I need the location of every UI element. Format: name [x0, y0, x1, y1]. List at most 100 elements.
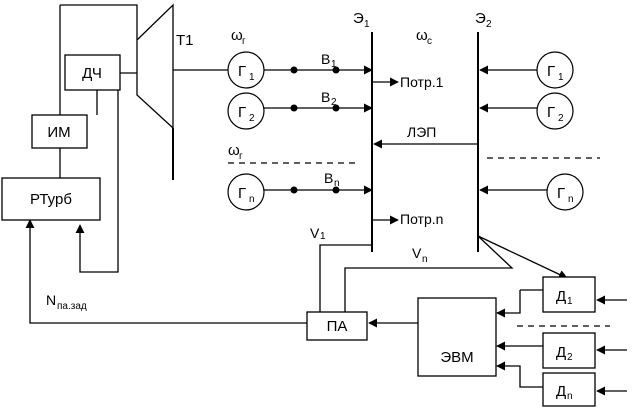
omega-g-label-mid: ω г: [228, 142, 243, 162]
vn-letter: V: [412, 245, 422, 261]
sensor-box: [542, 372, 596, 407]
dch-label: ДЧ: [82, 65, 102, 82]
omega-g-main: ω: [231, 27, 243, 44]
omega-c-main: ω: [416, 27, 428, 44]
dch-feedback-wire: [75, 88, 119, 273]
measurement-wires: [319, 235, 568, 328]
generator-letter: Г: [238, 104, 246, 121]
feedback-wire-top: [60, 4, 138, 40]
governor-loop: [25, 4, 307, 324]
vn-index: n: [422, 254, 428, 265]
generator-left-2: Г 2 В 2: [227, 89, 373, 130]
rturb-box: [1, 177, 101, 221]
block-pa: ПА: [306, 311, 368, 341]
generator-index: 2: [558, 113, 564, 124]
bus-e1-letter: Э: [353, 10, 364, 27]
omega-g-label-top: ω г: [231, 27, 246, 47]
sensor-letter: Д: [556, 383, 566, 400]
sensor-box: [542, 276, 596, 313]
generator-circle: [536, 92, 574, 130]
im-label: ИМ: [47, 124, 70, 141]
generator-left-n: Г n В n: [227, 170, 373, 211]
generator-index: 1: [249, 72, 255, 83]
sensor-d1: Д 1: [496, 276, 627, 318]
vn-label: V n: [412, 245, 428, 265]
generator-letter: Г: [557, 185, 565, 202]
block-rturb: РТурб: [1, 177, 101, 221]
sensor-index: 1: [567, 296, 573, 307]
sensor-letter: Д: [556, 288, 566, 305]
block-im: ИМ: [31, 114, 88, 149]
breaker-index: n: [334, 178, 340, 189]
n-setpoint-wire: [25, 219, 307, 324]
pa-box: [306, 311, 368, 341]
breaker-dot: [332, 104, 340, 112]
generator-index: 1: [558, 72, 564, 83]
im-box: [31, 114, 88, 149]
load-n: Потр.n: [372, 211, 443, 227]
breaker-dot: [290, 104, 298, 112]
generator-letter: Г: [238, 63, 246, 80]
turbine-label: Т1: [176, 32, 194, 49]
omega-g-sub: г: [242, 36, 246, 47]
breaker-letter: В: [321, 51, 330, 67]
load-n-label: Потр.n: [400, 211, 443, 227]
dch-box: [64, 54, 121, 91]
generator-letter: Г: [547, 104, 555, 121]
omega-c-label: ω с: [416, 27, 432, 47]
generator-right-2: Г 2: [479, 92, 574, 130]
breaker-index: 1: [331, 59, 337, 70]
bus-e2: Э 2: [475, 10, 492, 252]
v1-label: V 1: [310, 225, 326, 242]
sensor-d2: Д 2: [496, 332, 627, 369]
sensor-output: [496, 290, 521, 318]
generator-index: 2: [249, 113, 255, 124]
breaker-dot: [290, 186, 298, 194]
evm-label: ЭВМ: [440, 349, 473, 366]
turbine-shape: [136, 3, 174, 130]
sensor-output: [496, 361, 543, 388]
bus-to-d1-wire: [477, 235, 568, 279]
v1-letter: V: [310, 225, 320, 241]
v1-wire: [319, 244, 372, 312]
bus-e2-letter: Э: [475, 10, 486, 27]
bus-e2-index: 2: [486, 19, 492, 30]
block-evm: ЭВМ: [417, 297, 497, 377]
turbine-symbol: Т1: [136, 3, 228, 180]
bus-e1-index: 1: [364, 19, 370, 30]
block-dch: ДЧ: [64, 54, 121, 91]
generator-letter: Г: [238, 185, 246, 202]
power-line: ЛЭП: [373, 124, 478, 149]
omega-g-sub-2: г: [239, 151, 243, 162]
breaker-letter: В: [324, 170, 333, 186]
rturb-label: РТурб: [30, 191, 72, 208]
omega-g-main-2: ω: [228, 142, 240, 159]
generator-left-1: Г 1 В 1: [227, 51, 373, 89]
n-setpoint-letter: N: [46, 292, 56, 308]
sensor-index: 2: [567, 352, 573, 363]
load-1-label: Потр.1: [400, 74, 444, 90]
generator-right-1: Г 1: [479, 51, 574, 89]
sensor-box: [542, 332, 596, 369]
breaker-dot: [332, 66, 340, 74]
generator-letter: Г: [547, 63, 555, 80]
generator-circle: [227, 173, 265, 211]
sensor-letter: Д: [556, 344, 566, 361]
pa-label: ПА: [327, 318, 348, 335]
generator-index: n: [568, 194, 574, 205]
breaker-letter: В: [321, 89, 330, 105]
generator-circle: [227, 92, 265, 130]
breaker-dot: [290, 66, 298, 74]
bus-e1: Э 1: [353, 10, 373, 252]
n-setpoint-label: N па.зад: [46, 292, 87, 312]
v1-index: 1: [320, 231, 326, 242]
omega-c-sub: с: [427, 36, 432, 47]
breaker-dot: [332, 186, 340, 194]
evm-box: [417, 297, 497, 377]
power-line-label: ЛЭП: [407, 124, 436, 140]
sensor-index: n: [567, 391, 573, 402]
breaker-index: 2: [331, 97, 337, 108]
generator-index: n: [249, 194, 255, 205]
